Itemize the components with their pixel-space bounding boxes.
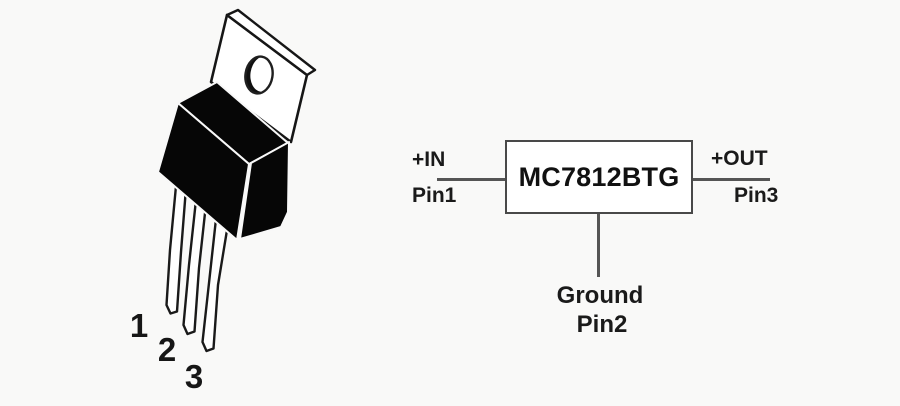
output-pin-label: Pin3 — [734, 184, 779, 207]
lead-2 — [182, 198, 208, 336]
metal-tab-edge — [225, 8, 317, 77]
pin-number-1: 1 — [130, 307, 148, 344]
body-right-face — [239, 141, 290, 240]
pin-number-3: 3 — [185, 358, 203, 395]
part-number-label: MC7812BTG — [518, 161, 680, 192]
lead-1 — [165, 184, 188, 315]
input-pin-label: Pin1 — [412, 184, 457, 207]
lead-3 — [201, 217, 230, 353]
body-front-face — [157, 102, 250, 241]
ground-pin-label: Pin2 — [576, 311, 628, 338]
pin-number-2: 2 — [158, 331, 176, 368]
output-signal-label: +OUT — [711, 147, 768, 170]
mounting-hole — [244, 55, 277, 95]
input-signal-label: +IN — [412, 148, 446, 171]
ground-signal-label: Ground — [556, 282, 644, 309]
ground-lead-line — [597, 214, 600, 277]
output-lead-line — [693, 178, 770, 181]
to220-package-illustration: 1 2 3 — [130, 8, 317, 395]
ic-block: MC7812BTG — [505, 140, 693, 214]
input-lead-line — [437, 178, 505, 181]
